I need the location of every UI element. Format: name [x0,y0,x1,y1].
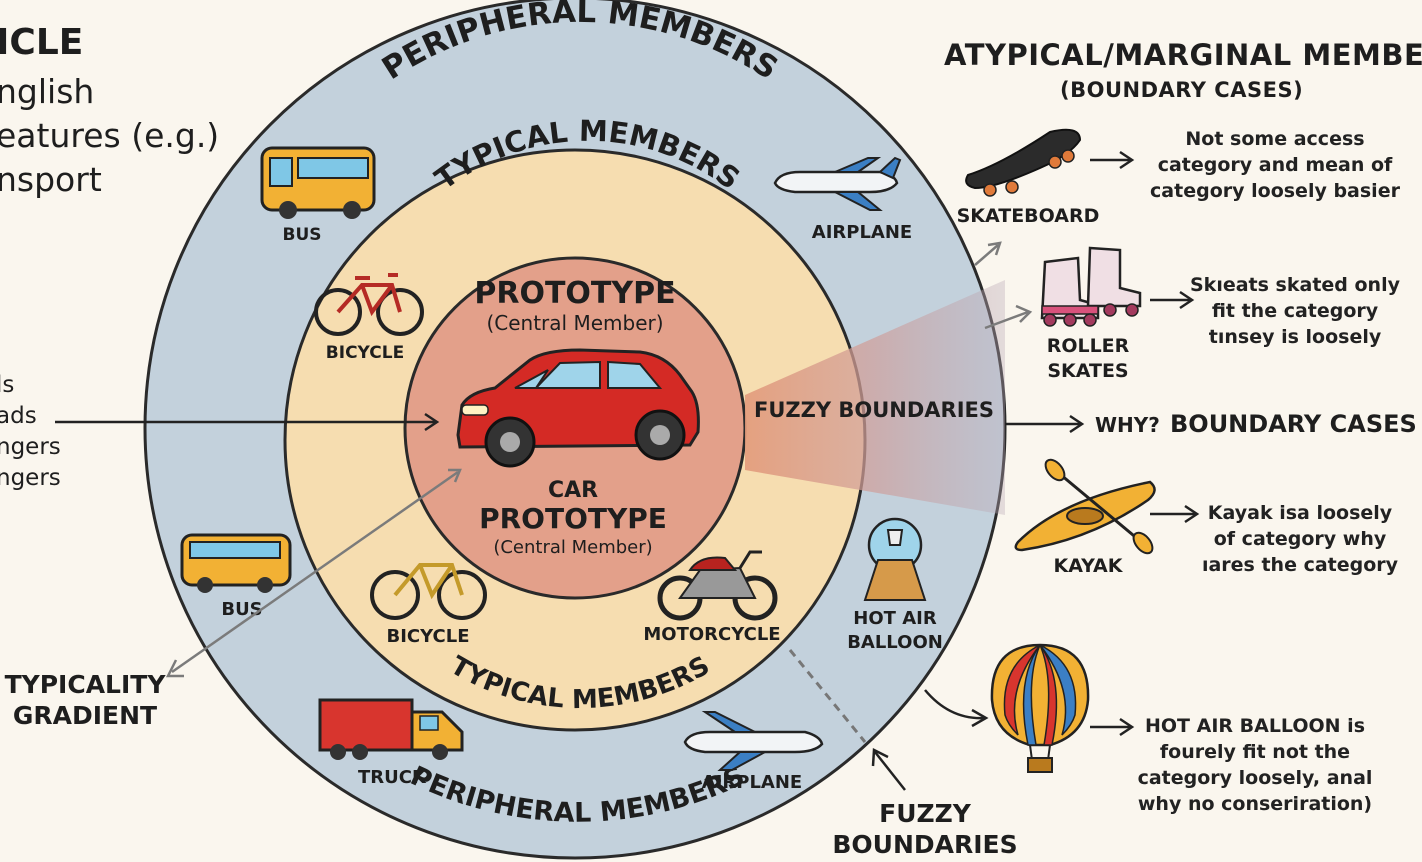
airplane-top-label: AIRPLANE [812,222,912,243]
roller-skates-icon [1040,246,1142,327]
kayak-note: Kayak isa loosely of category why ıares … [1201,502,1399,576]
hot-air-balloon-note: HOT AIR BALLOON is fourely fit not the c… [1137,715,1373,815]
airplane-bottom-icon [683,711,824,771]
bicycle-top-icon [314,273,424,336]
left-list-line-4: ngers [0,465,61,491]
kayak-icon [1014,458,1156,555]
bus-bottom-label: BUS [221,599,262,620]
bus-top-label: BUS [282,225,321,245]
car-prototype-title: PROTOTYPE [479,502,667,535]
bicycle-top-label: BICYCLE [326,343,404,363]
car-icon [456,348,700,468]
left-sub-line-3: nsport [0,160,102,199]
left-sub-line-2: eatures (e.g.) [0,116,220,155]
gradient-arrows [165,241,1033,678]
fuzzy-dashed-line [788,649,867,743]
airplane-bottom-label: AIRPLANE [702,772,802,793]
left-sub-line-1: nglish [0,72,95,111]
left-list-line-3: ngers [0,434,61,460]
roller-skates-note: Skıeats skated only fit the category tın… [1190,274,1400,348]
car-prototype-subtitle: (Central Member) [493,537,652,558]
left-title-fragment: ICLE [0,22,84,63]
kayak-label: KAYAK [1054,555,1124,577]
fuzzy-boundaries-center-label: FUZZY BOUNDARIES [754,398,994,422]
fuzzy-boundary-wedge [745,280,1005,515]
skateboard-note: Not some access category and mean of cat… [1150,128,1400,202]
left-list-line-1: ls [0,372,15,398]
bus-bottom-icon [180,533,292,593]
bus-top-icon [260,146,376,219]
motorcycle-label: MOTORCYCLE [643,624,780,645]
fuzzy-boundaries-bottom-line1: FUZZY [879,799,972,828]
skateboard-icon [965,128,1082,197]
why-label: WHY? [1095,413,1160,437]
bicycle-bottom-label: BICYCLE [387,626,470,647]
car-label: CAR [548,478,598,503]
bicycle-bottom-icon [370,563,487,620]
prototype-subtitle: (Central Member) [486,311,663,335]
hot-air-balloon-label-line1: HOT AIR [853,608,937,629]
truck-label: TRUCK [358,767,427,788]
boundary-cases-label: BOUNDARY CASES [1170,410,1417,438]
motorcycle-icon [657,550,778,621]
airplane-top-icon [773,156,902,211]
hot-air-balloon-label-line2: BALLOON [847,632,943,653]
left-list-line-2: ads [0,403,37,429]
truck-icon [318,698,464,760]
prototype-title: PROTOTYPE [474,276,675,311]
typicality-gradient-line2: GRADIENT [13,701,157,730]
arrows [55,150,1200,791]
hot-air-balloon-large-icon [990,643,1090,773]
right-panel-title: ATYPICAL/MARGINAL MEMBERS [944,38,1422,72]
roller-skates-label-line1: ROLLER [1047,335,1130,357]
skateboard-label: SKATEBOARD [957,205,1100,227]
roller-skates-label-line2: SKATES [1047,360,1128,382]
typicality-gradient-line1: TYPICALITY [5,670,167,699]
fuzzy-boundaries-bottom-line2: BOUNDARIES [832,830,1017,859]
right-panel-subtitle: (BOUNDARY CASES) [1060,78,1304,102]
hot-air-balloon-small-icon [863,517,927,601]
